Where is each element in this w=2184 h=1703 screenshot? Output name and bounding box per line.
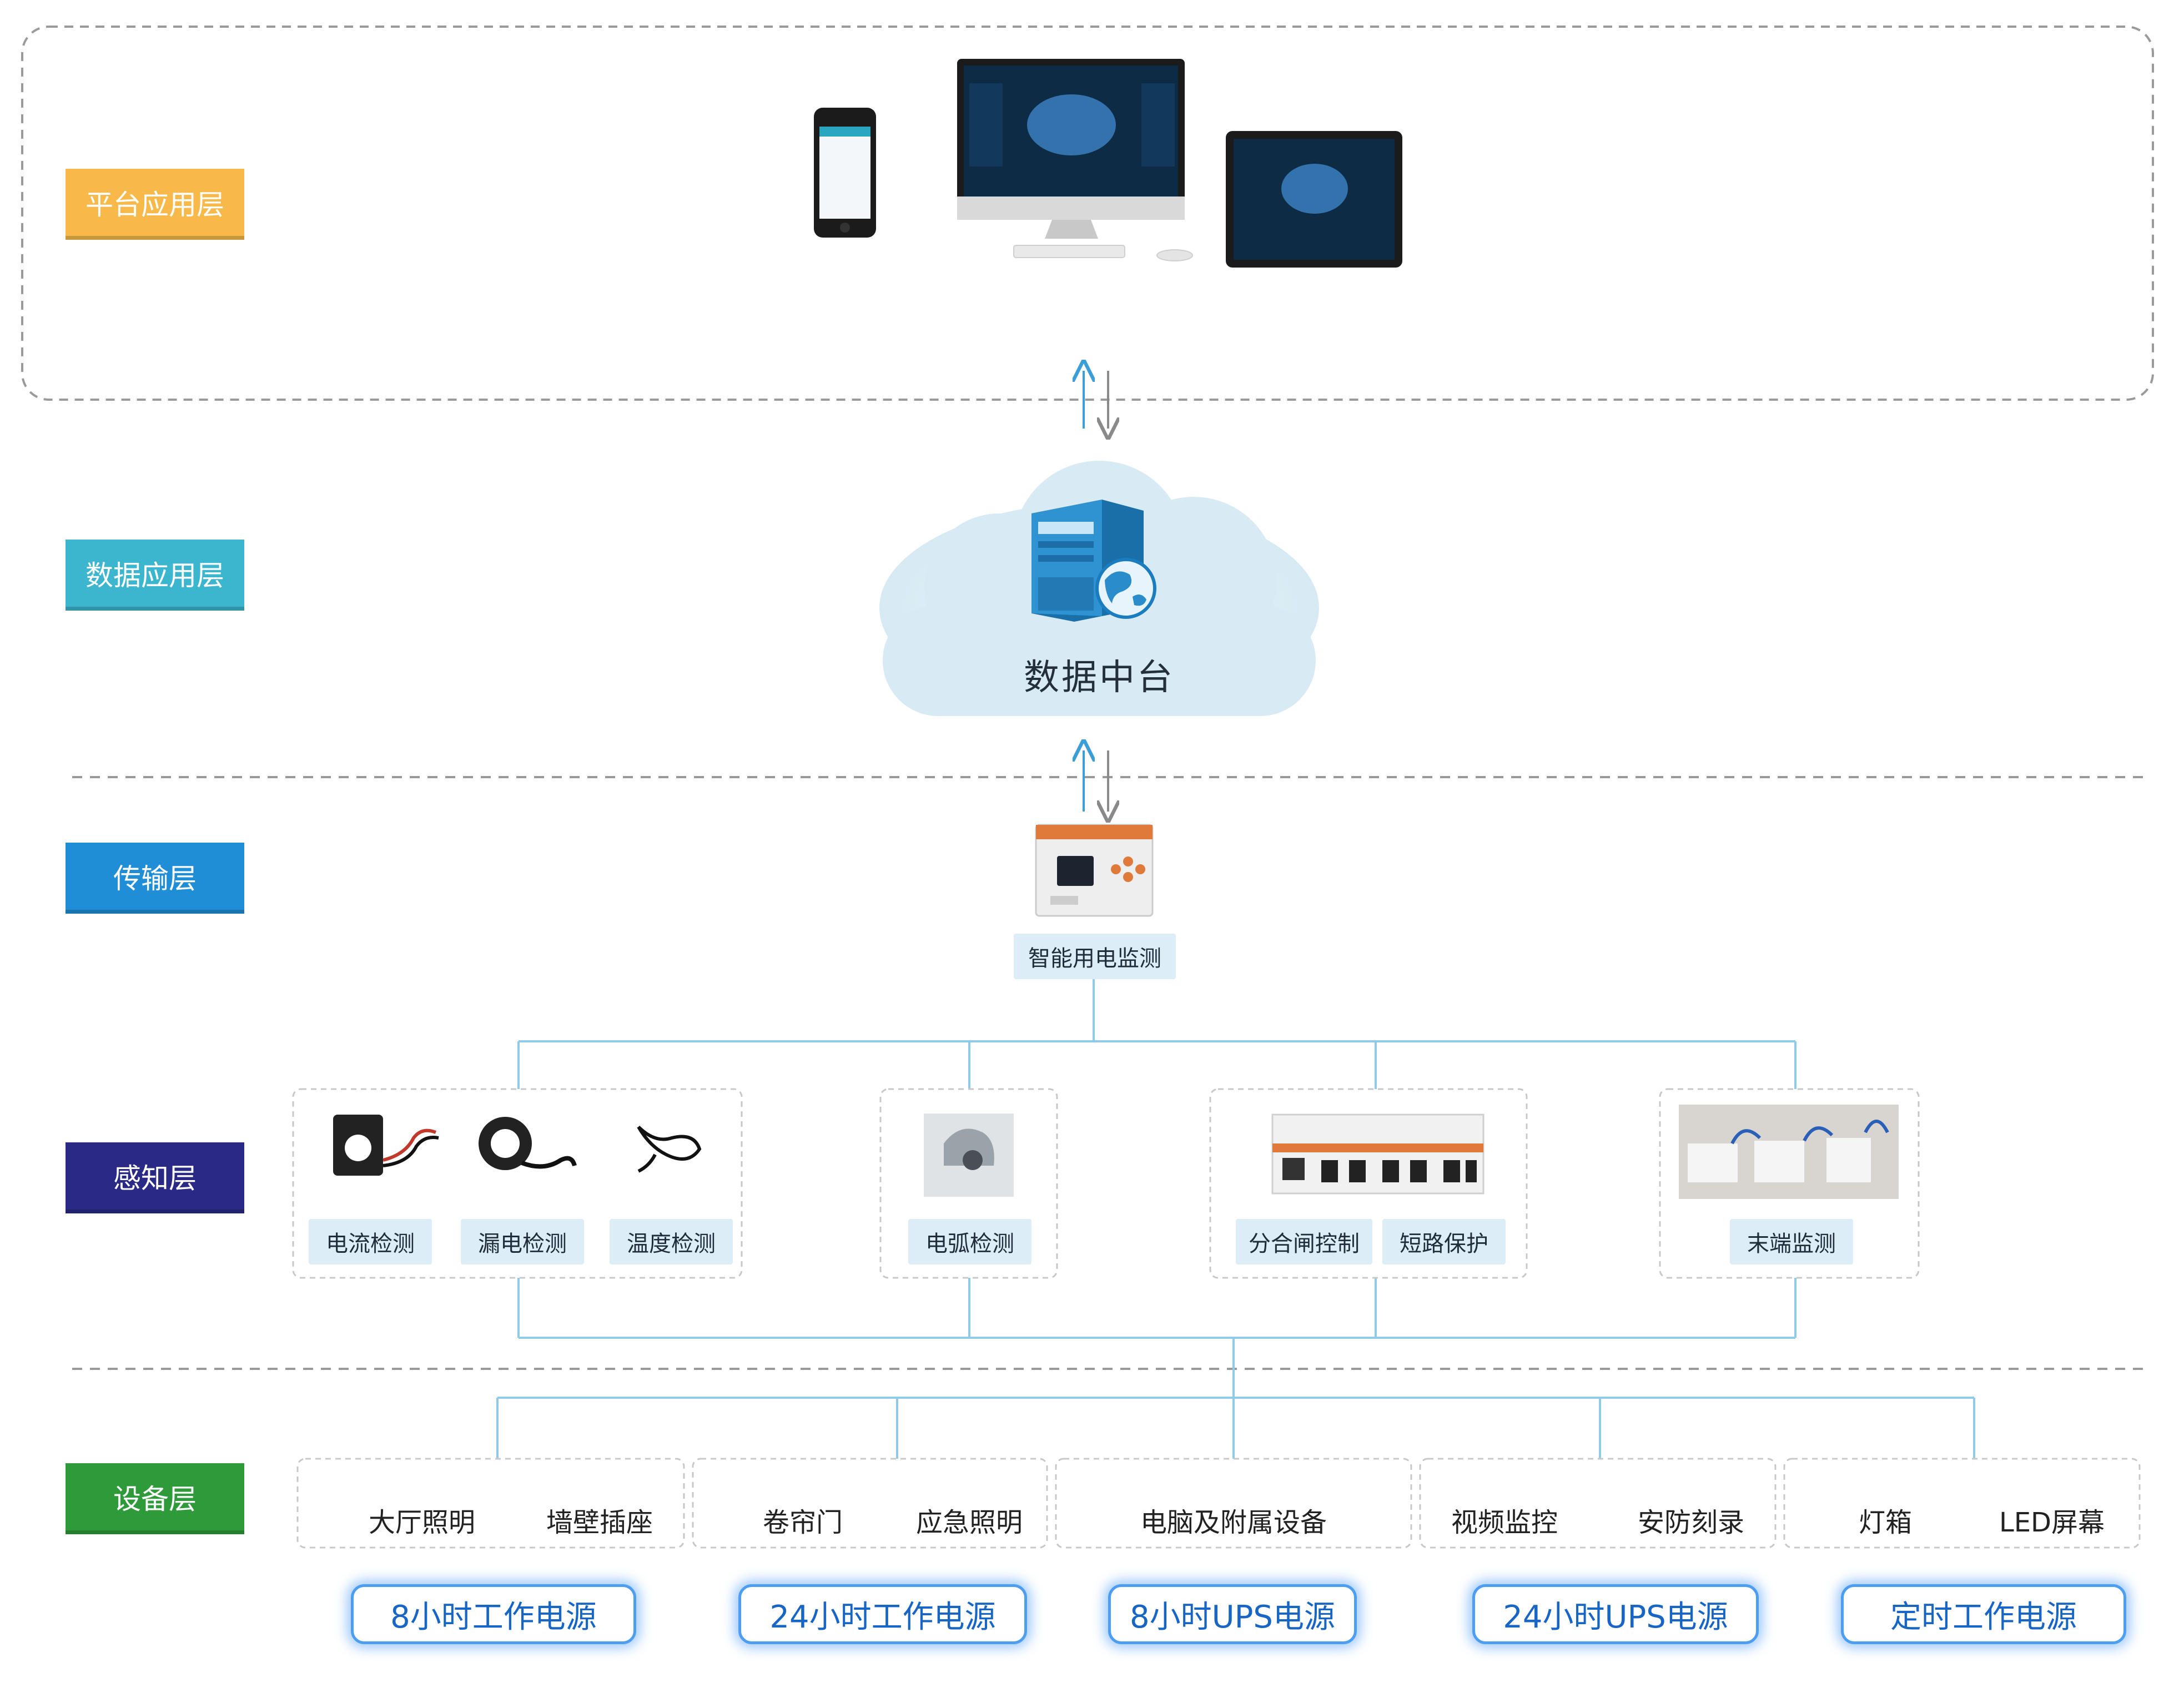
connector-lines <box>496 977 1975 1459</box>
bidirectional-arrow-middle <box>1084 750 1108 812</box>
device-group-frame <box>1419 1458 1777 1549</box>
power-badge: 8小时工作电源 <box>351 1584 636 1644</box>
sensing-group-frame <box>1659 1088 1920 1279</box>
power-badge: 24小时UPS电源 <box>1472 1584 1759 1644</box>
device-item: 电脑及附属设备 <box>1140 1507 1327 1538</box>
sensing-tag: 电弧检测 <box>908 1219 1031 1264</box>
sensing-tag: 短路保护 <box>1382 1219 1506 1264</box>
device-group-frame <box>1055 1458 1412 1549</box>
sensing-group-frame <box>1209 1088 1528 1279</box>
gateway-label: 智能用电监测 <box>1014 934 1176 979</box>
desktop-monitor-icon <box>957 59 1185 239</box>
keyboard-icon <box>1013 245 1125 258</box>
device-item: 应急照明 <box>915 1507 1023 1538</box>
current-transformer-icon <box>333 1115 439 1176</box>
circuit-breaker-icon <box>1271 1114 1484 1195</box>
device-item: 大厅照明 <box>368 1507 475 1538</box>
device-group-frame <box>1783 1458 2141 1549</box>
data-center-title: 数据中台 <box>1024 657 1175 698</box>
device-item: 视频监控 <box>1451 1507 1558 1538</box>
device-group-frame <box>296 1458 685 1549</box>
sensing-tag: 漏电检测 <box>461 1219 584 1264</box>
temperature-probe-icon <box>637 1125 702 1173</box>
mouse-icon <box>1156 249 1193 261</box>
arc-detector-icon <box>924 1114 1014 1197</box>
power-badge: 8小时UPS电源 <box>1108 1584 1357 1644</box>
bidirectional-arrow-top <box>1084 371 1108 429</box>
layer-label-platform: 平台应用层 <box>66 169 244 240</box>
tablet-icon <box>1226 131 1402 268</box>
sensing-group-frame <box>879 1088 1058 1279</box>
device-item: 卷帘门 <box>762 1507 843 1538</box>
sensing-tag: 末端监测 <box>1730 1219 1853 1264</box>
leakage-transformer-icon <box>479 1117 577 1170</box>
sensing-tag: 温度检测 <box>610 1219 733 1264</box>
device-group-frame <box>692 1458 1048 1549</box>
power-badge: 定时工作电源 <box>1841 1584 2126 1644</box>
terminal-monitor-icon <box>1679 1105 1899 1199</box>
layer-label-transport: 传输层 <box>66 843 244 914</box>
device-item: 灯箱 <box>1858 1507 1912 1538</box>
layer-label-sensing: 感知层 <box>66 1142 244 1213</box>
device-item: 墙壁插座 <box>546 1507 653 1538</box>
smart-power-monitor-icon <box>1035 824 1154 917</box>
power-badge: 24小时工作电源 <box>738 1584 1027 1644</box>
phone-icon <box>814 108 876 238</box>
platform-frame <box>21 26 2154 401</box>
layer-label-device: 设备层 <box>66 1463 244 1534</box>
sensing-group-frame <box>292 1088 743 1279</box>
sensing-tag: 电流检测 <box>309 1219 432 1264</box>
device-item: LED屏幕 <box>1999 1507 2105 1538</box>
sensing-tag: 分合闸控制 <box>1236 1219 1372 1264</box>
server-globe-icon <box>1031 500 1156 622</box>
layer-label-data: 数据应用层 <box>66 540 244 611</box>
device-item: 安防刻录 <box>1637 1507 1744 1538</box>
